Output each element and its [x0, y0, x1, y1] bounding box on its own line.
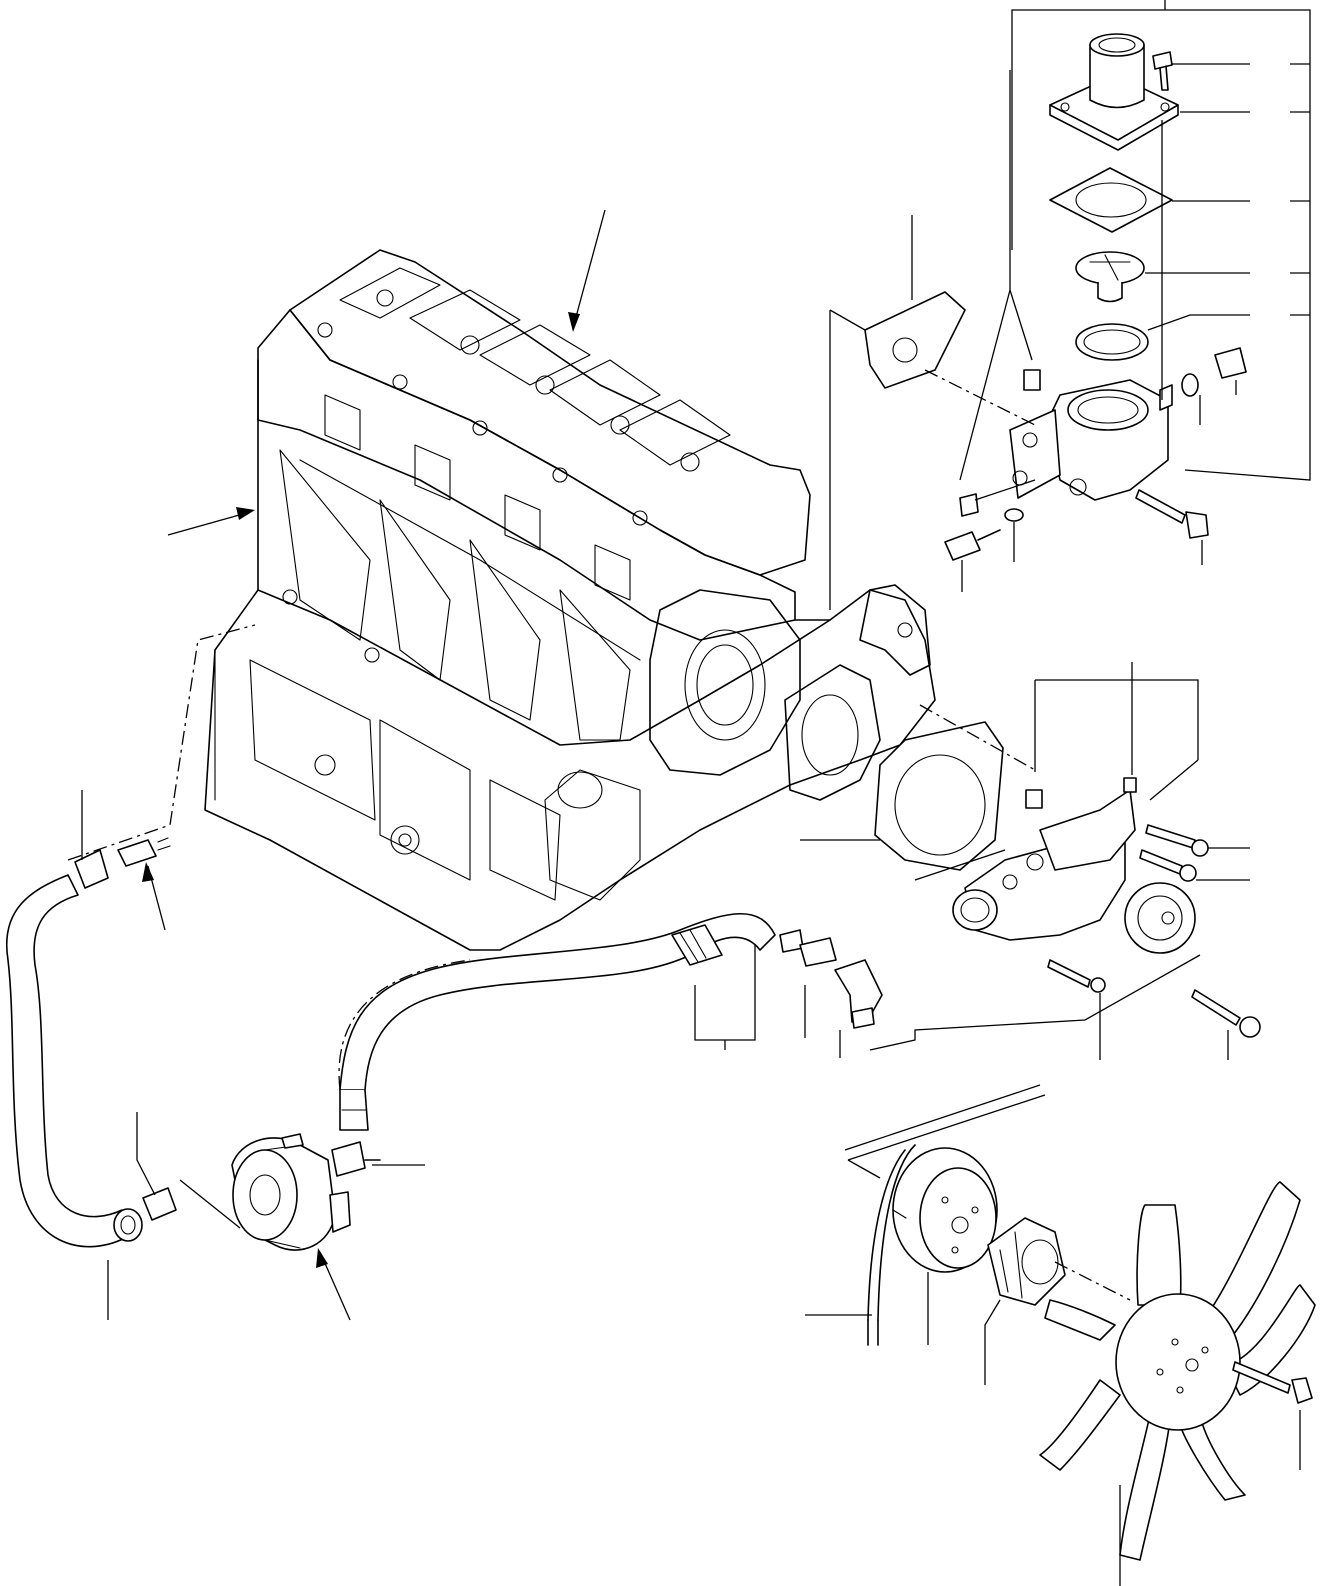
hose-leader-lines — [67, 624, 841, 1320]
head-outlet-gasket — [829, 215, 1036, 610]
thermostat-leader-lines — [961, 63, 1310, 592]
thermostat-assembly-bracket — [959, 0, 1311, 481]
water-pump-leader-lines — [869, 847, 1250, 1060]
cooler-return-hose — [339, 913, 776, 1131]
fan-bolt — [1054, 1261, 1313, 1470]
fan-spacer — [984, 1217, 1066, 1385]
fan-belt-frame — [844, 1084, 1046, 1179]
water-pump-gasket — [800, 704, 1036, 871]
thermostat — [1075, 251, 1145, 303]
thermostat-gasket — [1049, 167, 1173, 233]
engine-block — [204, 249, 936, 951]
water-pump — [952, 789, 1196, 954]
hose-clamps-and-fittings — [74, 837, 883, 1221]
thermostat-cover — [1049, 33, 1179, 151]
thermostat-seal-ring — [1075, 323, 1149, 361]
fan-belt — [867, 1144, 916, 1346]
water-pump-bracket — [1034, 662, 1199, 801]
cooler-feed-hose — [5, 874, 143, 1248]
thermostat-housing — [1009, 379, 1173, 501]
fan-pulley — [805, 1147, 998, 1345]
cover-bolt — [1152, 51, 1173, 91]
housing-plugs-and-sensors — [944, 347, 1247, 561]
leader-arrows-engine — [167, 209, 606, 536]
water-pump-bolts — [1025, 777, 1261, 1038]
oil-cooler — [231, 1133, 351, 1321]
